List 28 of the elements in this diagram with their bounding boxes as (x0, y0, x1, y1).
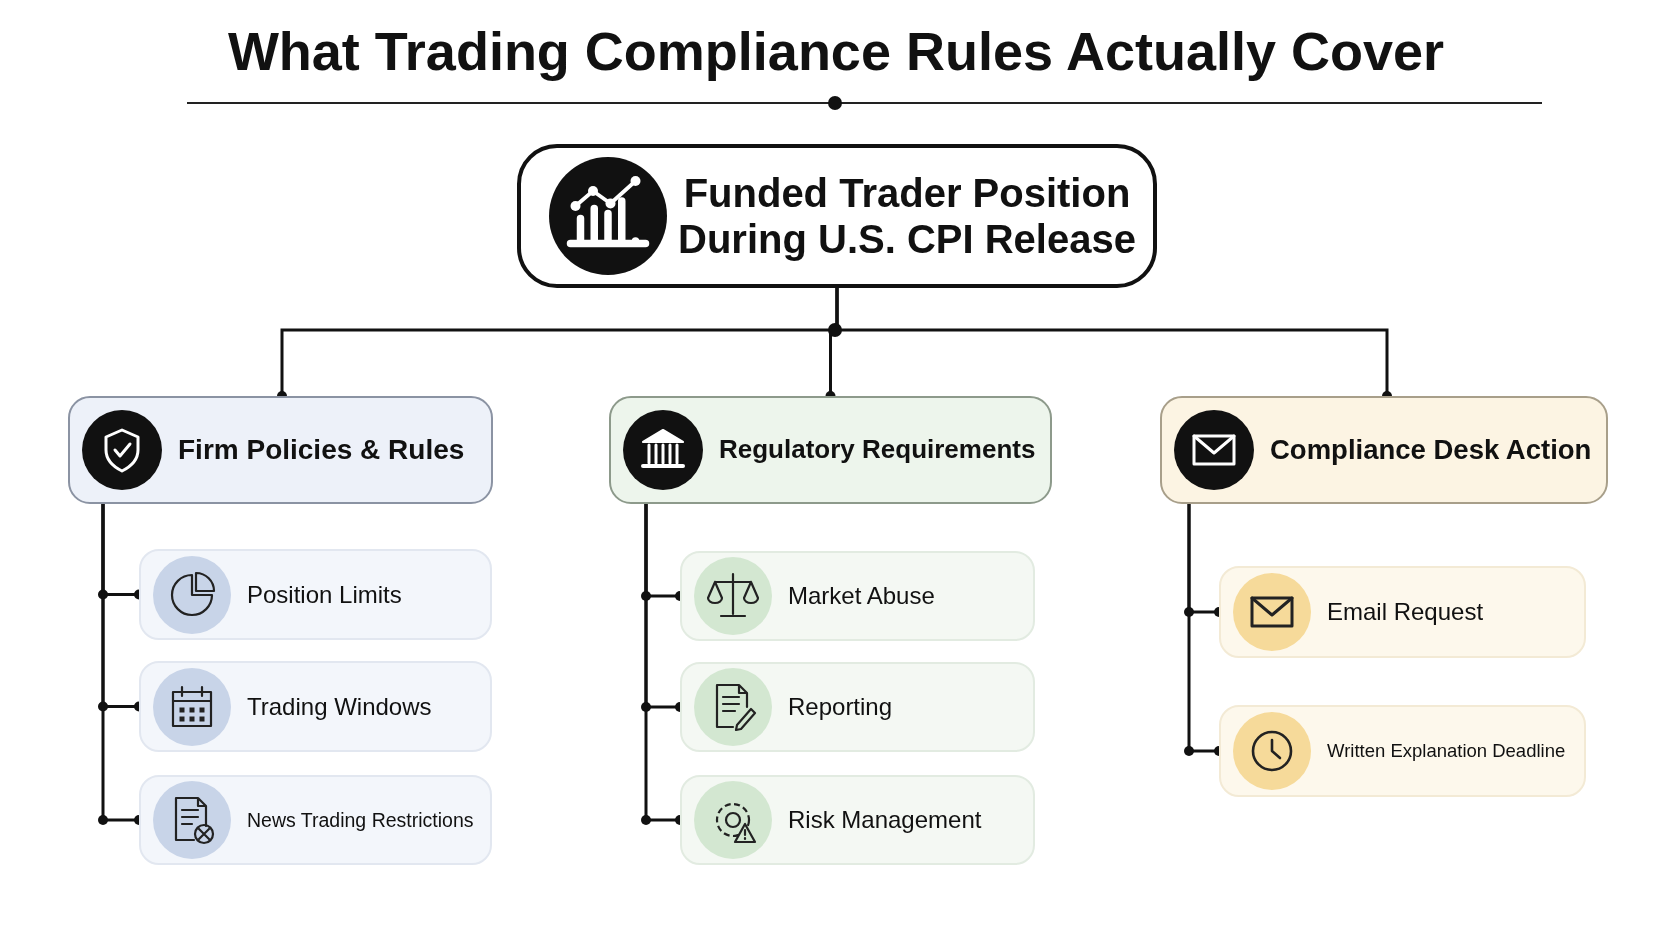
item-card (139, 549, 492, 640)
item-card (680, 662, 1035, 752)
item-card (680, 775, 1035, 865)
category-box (68, 396, 493, 504)
category-title: Compliance Desk Action (1270, 434, 1592, 466)
connector-line (98, 504, 139, 825)
category-box (609, 396, 1052, 504)
item-label: Risk Management (788, 806, 982, 834)
category-box (1160, 396, 1608, 504)
diagram-title: What Trading Compliance Rules Actually Cover (227, 20, 1445, 82)
category-title: Firm Policies & Rules (178, 433, 465, 467)
root-title: Funded Trader Position During U.S. CPI Release (677, 170, 1137, 262)
category-title: Regulatory Requirements (719, 435, 1036, 465)
item-card (139, 775, 492, 865)
connector-line (641, 504, 680, 825)
item-label: Position Limits (247, 580, 402, 609)
item-label: Email Request (1327, 598, 1484, 626)
item-label: Written Explanation Deadline (1327, 740, 1566, 762)
item-label: Trading Windows (247, 692, 432, 721)
item-card (1219, 566, 1586, 658)
item-label: Reporting (788, 693, 893, 721)
item-card (139, 661, 492, 752)
item-card (1219, 705, 1586, 797)
item-label: News Trading Restrictions (247, 808, 474, 832)
root-box (517, 144, 1157, 288)
connector-line (1184, 504, 1219, 756)
item-card (680, 551, 1035, 641)
item-label: Market Abuse (788, 582, 935, 610)
